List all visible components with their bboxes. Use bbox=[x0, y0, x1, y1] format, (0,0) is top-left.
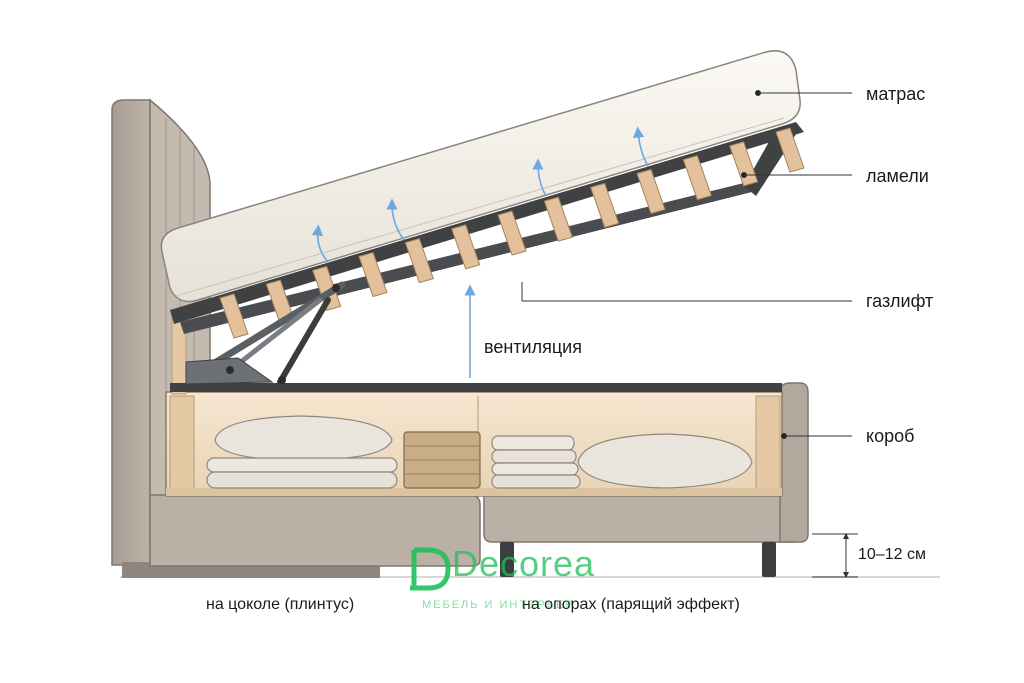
stored-towels bbox=[491, 435, 581, 489]
stored-pillow-left bbox=[214, 415, 393, 461]
stored-blanket-left bbox=[206, 457, 398, 489]
slat bbox=[451, 224, 481, 270]
plinth-base bbox=[122, 494, 481, 578]
vent-arrow-4 bbox=[632, 126, 649, 167]
footboard bbox=[779, 382, 809, 543]
leg-left bbox=[500, 542, 514, 577]
watermark-logo bbox=[410, 547, 451, 591]
box-lid-frame bbox=[170, 383, 782, 392]
slat bbox=[219, 293, 249, 339]
watermark-brand: Decorea bbox=[452, 543, 596, 584]
vent-arrow-2 bbox=[386, 198, 405, 241]
vent-arrow-1 bbox=[311, 224, 329, 263]
leader-lines bbox=[521, 90, 852, 439]
wicker-basket bbox=[403, 431, 481, 489]
slat bbox=[775, 127, 805, 173]
label-ventilation: вентиляция bbox=[484, 337, 582, 357]
ventilation-arrows bbox=[311, 126, 649, 378]
slat bbox=[497, 210, 527, 256]
slat bbox=[404, 238, 434, 284]
leg-height-dimension bbox=[812, 533, 858, 578]
label-gaslift: газлифт bbox=[866, 291, 934, 311]
leg-right bbox=[762, 542, 776, 577]
label-slats: ламели bbox=[866, 166, 929, 186]
slat bbox=[543, 196, 573, 242]
label-box: короб bbox=[866, 426, 915, 446]
slat bbox=[636, 168, 666, 215]
slat bbox=[729, 141, 759, 187]
label-mattress: матрас bbox=[866, 84, 926, 104]
legs-base bbox=[483, 494, 806, 577]
label-leg-height: 10–12 см bbox=[858, 546, 926, 563]
stored-pillow-right bbox=[577, 433, 753, 489]
mattress bbox=[160, 50, 801, 303]
gaslift-mechanism bbox=[185, 281, 346, 385]
caption-legs: на опорах (парящий эффект) bbox=[522, 596, 740, 613]
slat bbox=[682, 155, 712, 201]
watermark-tagline: МЕБЕЛЬ И ИНТЕРЬЕР bbox=[422, 599, 575, 611]
slat bbox=[358, 251, 388, 298]
slat bbox=[590, 182, 620, 228]
vent-arrow-3 bbox=[532, 158, 547, 197]
caption-plinth: на цоколе (плинтус) bbox=[206, 596, 355, 613]
